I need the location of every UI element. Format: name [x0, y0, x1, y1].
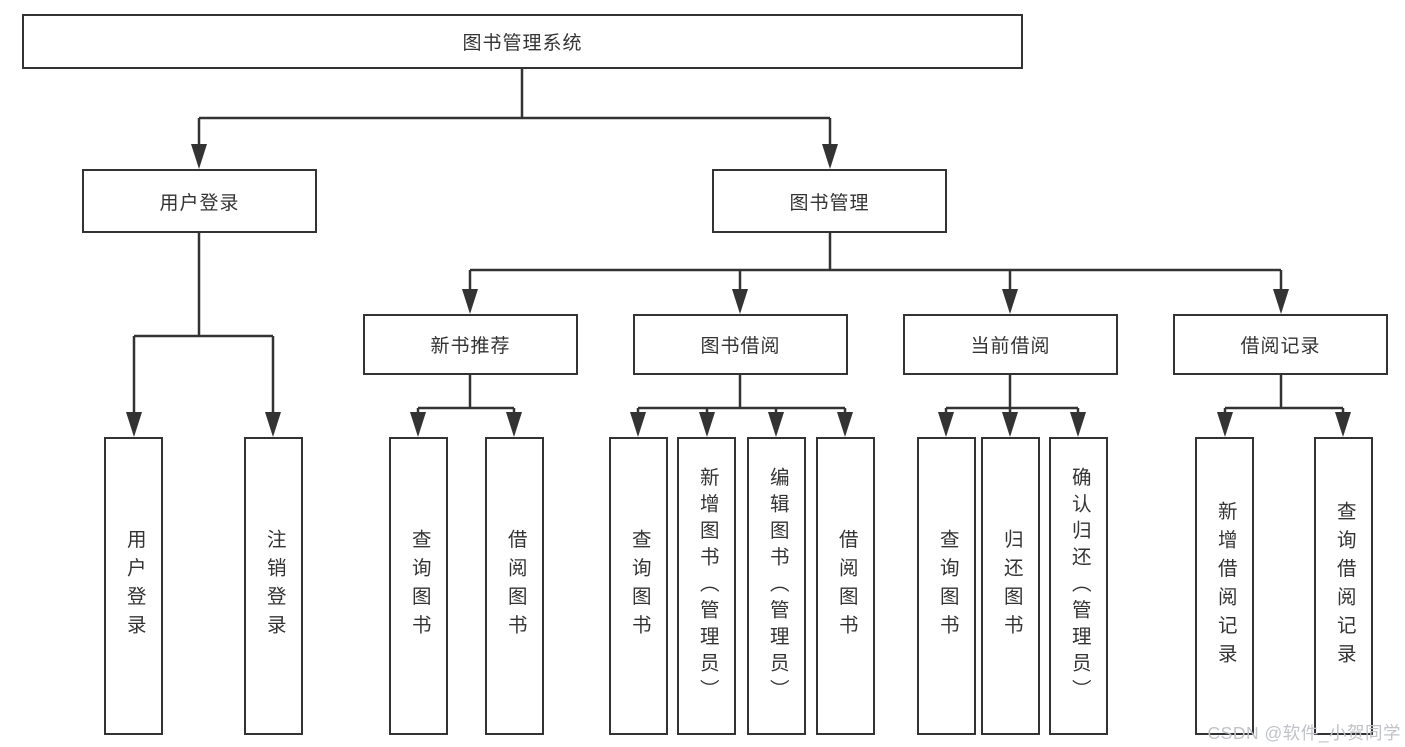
arrowhead-icon — [699, 412, 715, 437]
node-leaf-borrow-books-2: 借阅图书 — [816, 437, 875, 735]
node-leaf-query-books-2: 查询图书 — [609, 437, 668, 735]
node-label: 查询图书 — [628, 529, 651, 643]
arrowhead-icon — [938, 412, 954, 437]
arrowhead-icon — [126, 412, 142, 437]
node-label: 查询借阅记录 — [1333, 500, 1356, 672]
node-leaf-return-book: 归还图书 — [981, 437, 1040, 735]
arrowhead-icon — [1217, 412, 1233, 437]
node-leaf-borrow-books-1: 借阅图书 — [485, 437, 544, 735]
arrowhead-icon — [1070, 412, 1086, 437]
connector-path — [636, 375, 847, 433]
node-leaf-add-borrow-record: 新增借阅记录 — [1195, 437, 1254, 735]
arrowhead-icon — [506, 412, 522, 437]
node-label: 查询图书 — [936, 529, 959, 643]
arrowhead-icon — [768, 412, 784, 437]
node-label: 用户登录 — [123, 529, 146, 643]
arrowhead-icon — [732, 289, 748, 314]
node-label: 新增图书（管理员） — [696, 466, 719, 706]
connector-path — [468, 233, 1283, 310]
node-label: 注销登录 — [263, 529, 286, 643]
connector-path — [132, 233, 275, 433]
csdn-watermark: CSDN @软件_小贺同学 — [1207, 723, 1401, 743]
arrowhead-icon — [1002, 412, 1018, 437]
node-label: 编辑图书（管理员） — [766, 466, 789, 706]
node-new-book-recommend: 新书推荐 — [363, 314, 578, 375]
node-label: 查询图书 — [408, 529, 431, 643]
node-book-borrow: 图书借阅 — [633, 314, 848, 375]
node-label: 新增借阅记录 — [1214, 500, 1237, 672]
node-label: 借阅图书 — [835, 529, 858, 643]
arrowhead-icon — [1002, 289, 1018, 314]
node-leaf-query-borrow-record: 查询借阅记录 — [1314, 437, 1373, 735]
arrowhead-icon — [837, 412, 853, 437]
connector-path — [197, 69, 832, 165]
node-book-management: 图书管理 — [712, 169, 947, 233]
arrowhead-icon — [462, 289, 478, 314]
arrowhead-icon — [1273, 289, 1289, 314]
node-leaf-query-books-3: 查询图书 — [917, 437, 976, 735]
arrowhead-icon — [630, 412, 646, 437]
node-user-login: 用户登录 — [82, 169, 317, 233]
node-leaf-add-book-admin: 新增图书（管理员） — [677, 437, 736, 735]
node-leaf-query-books-1: 查询图书 — [389, 437, 448, 735]
arrowhead-icon — [1335, 412, 1351, 437]
node-leaf-edit-book-admin: 编辑图书（管理员） — [747, 437, 806, 735]
node-current-borrow: 当前借阅 — [903, 314, 1118, 375]
node-leaf-logout: 注销登录 — [244, 437, 303, 735]
connector-path — [416, 375, 516, 433]
node-label: 确认归还（管理员） — [1068, 466, 1091, 706]
arrowhead-icon — [822, 144, 838, 169]
node-leaf-user-login: 用户登录 — [104, 437, 163, 735]
arrowhead-icon — [265, 412, 281, 437]
node-root-library-system: 图书管理系统 — [22, 14, 1023, 69]
node-label: 归还图书 — [1000, 529, 1023, 643]
node-borrow-records: 借阅记录 — [1173, 314, 1388, 375]
arrowhead-icon — [410, 412, 426, 437]
arrowhead-icon — [191, 144, 207, 169]
node-label: 借阅图书 — [504, 529, 527, 643]
node-leaf-confirm-return-admin: 确认归还（管理员） — [1049, 437, 1108, 735]
connector-path — [1223, 375, 1345, 433]
